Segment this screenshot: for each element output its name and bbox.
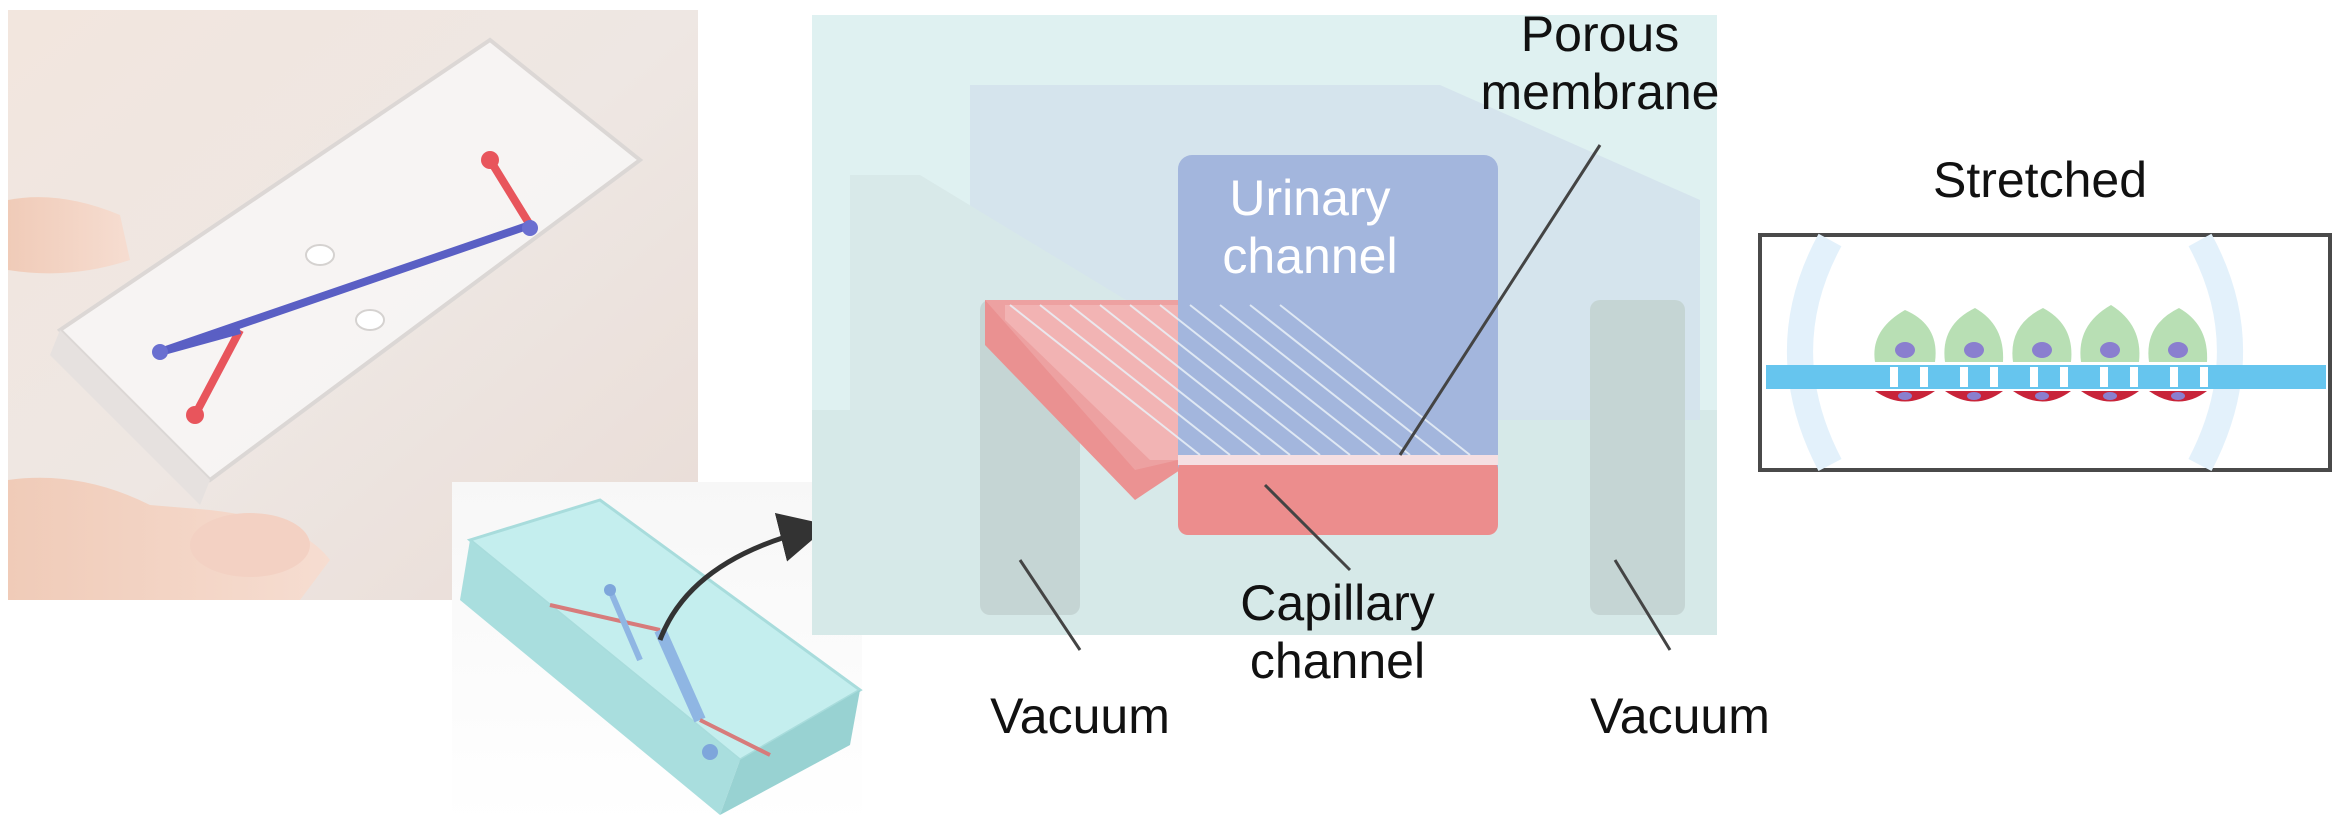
vacuum-chamber-right [1590,300,1685,615]
urinary-channel-shape [1178,155,1498,530]
vacuum-left-label: Vacuum [990,688,1170,744]
capillary-channel-label: Capillary channel [1240,575,1435,689]
chip-cad-render [452,482,863,825]
capillary-channel-leader [1263,483,1352,572]
stretched-membrane [1766,365,2326,389]
vacuum-right-label: Vacuum [1590,688,1770,744]
vacuum-left-leader [1018,559,1082,651]
vacuum-right-leader [1613,559,1672,651]
chip-cross-section [812,15,1717,651]
stretched-inset [1758,233,2332,472]
porous-membrane-leader [1398,144,1602,456]
urinary-channel-label: Urinary channel [1222,170,1398,284]
chip-photo [8,10,698,600]
porous-membrane-label: Porous membrane [1480,6,1720,120]
stretched-label: Stretched [1932,152,2147,208]
epithelial-cells [1874,305,2208,362]
